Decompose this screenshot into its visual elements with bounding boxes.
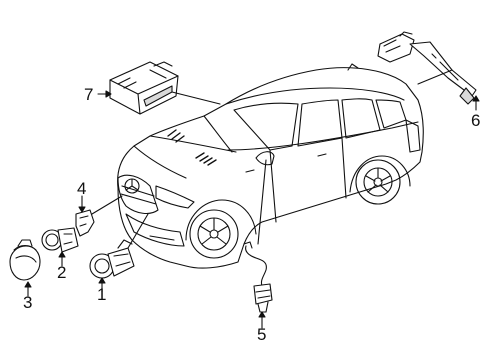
pointer-line-7 [171, 91, 221, 105]
arrow-4 [78, 206, 86, 213]
part-3-sensor [9, 239, 41, 281]
part-1-park-sensor [89, 239, 135, 279]
vehicle-drawing [117, 63, 424, 269]
pointer-line-6 [417, 69, 453, 85]
callout-4: 4 [77, 179, 87, 198]
callout-3: 3 [23, 293, 33, 312]
pointer-line-4 [91, 195, 123, 215]
part-2-park-sensor [41, 227, 79, 253]
arrow-5 [258, 311, 266, 318]
pointer-line-5 [257, 159, 267, 245]
callout-1: 1 [97, 285, 107, 304]
arrow-3 [24, 281, 32, 288]
callout-7: 7 [84, 85, 94, 104]
part-4-bracket [75, 209, 95, 237]
part-7-control-module [109, 61, 179, 115]
callout-5: 5 [257, 325, 267, 344]
callout-2: 2 [57, 263, 67, 282]
arrow-1 [98, 277, 106, 284]
pointer-line-1 [127, 213, 149, 249]
part-6-sensor-bracket [377, 31, 477, 105]
arrow-6 [472, 95, 480, 102]
callout-6: 6 [471, 111, 481, 130]
arrow-7 [105, 90, 112, 98]
arrow-2 [58, 251, 66, 258]
part-5-wheel-sensor [243, 241, 273, 313]
